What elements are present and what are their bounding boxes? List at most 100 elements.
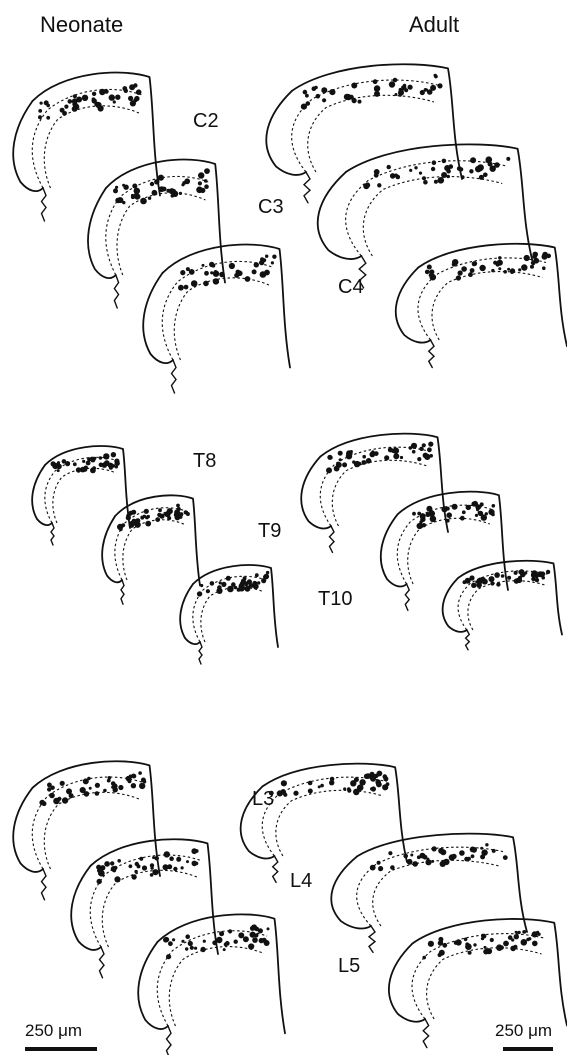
labeled-cell-dot — [488, 509, 494, 515]
labeled-cell-dot — [98, 872, 101, 875]
labeled-cell-dot — [219, 581, 222, 584]
labeled-cell-dot — [438, 953, 442, 957]
labeled-cell-dot — [482, 934, 487, 939]
labeled-cell-dot — [139, 857, 143, 861]
labeled-cell-dot — [446, 175, 450, 179]
labeled-cell-dot — [475, 580, 478, 583]
labeled-cell-dot — [434, 75, 438, 79]
labeled-cell-dot — [137, 864, 141, 868]
lamina-boundary-line — [262, 777, 386, 856]
labeled-cell-dot — [449, 856, 452, 859]
lamina-boundary-line — [357, 847, 503, 926]
labeled-cell-dot — [63, 111, 67, 115]
labeled-cell-dot — [537, 933, 540, 936]
labeled-cell-dot — [238, 932, 244, 938]
horn-outline — [301, 456, 331, 528]
labeled-cell-dot — [164, 937, 169, 942]
labeled-cell-dot — [470, 268, 475, 273]
labeled-cell-dot — [271, 261, 274, 264]
labeled-cell-dot — [431, 860, 434, 863]
labeled-cell-dot — [484, 946, 487, 949]
labeled-cell-dot — [72, 98, 78, 104]
labeled-cell-dot — [97, 879, 102, 884]
labeled-cell-dot — [214, 279, 219, 284]
labeled-cell-dot — [113, 188, 118, 193]
labeled-cell-dot — [398, 93, 401, 96]
nerve-root-line — [423, 1019, 428, 1048]
labeled-cell-dot — [209, 262, 214, 267]
labeled-cell-dot — [329, 456, 333, 460]
labeled-cell-dot — [87, 777, 90, 780]
labeled-cell-dot — [503, 941, 509, 947]
labeled-cell-dot — [38, 115, 42, 119]
labeled-cell-dot — [168, 941, 173, 946]
labeled-cell-dot — [531, 572, 537, 578]
labeled-cell-dot — [111, 452, 116, 457]
labeled-cell-dot — [503, 855, 508, 860]
horn-outline — [241, 786, 275, 858]
labeled-cell-dot — [191, 280, 198, 287]
labeled-cell-dot — [202, 264, 205, 267]
labeled-cell-dot — [283, 793, 287, 797]
labeled-cell-dot — [429, 454, 433, 458]
lamina-boundary-line — [332, 460, 427, 526]
labeled-cell-dot — [506, 157, 510, 161]
labeled-cell-dot — [252, 269, 257, 274]
labeled-cell-dot — [143, 780, 146, 783]
labeled-cell-dot — [489, 576, 495, 582]
labeled-cell-dot — [370, 865, 376, 871]
labeled-cell-dot — [428, 442, 433, 447]
labeled-cell-dot — [171, 194, 175, 198]
horn-adult-l3 — [241, 764, 407, 883]
labeled-cell-dot — [109, 466, 113, 470]
labeled-cell-dot — [140, 198, 147, 205]
labeled-cell-dot — [204, 271, 209, 276]
labeled-cell-dot — [155, 517, 160, 522]
labeled-cell-dot — [517, 931, 520, 934]
lamina-boundary-line — [174, 278, 269, 360]
labeled-cell-dot — [303, 90, 308, 95]
labeled-cell-dot — [214, 270, 218, 274]
labeled-cell-dot — [374, 88, 377, 91]
labeled-cell-dot — [115, 186, 118, 189]
labeled-cell-dot — [471, 847, 477, 853]
labeled-cell-dot — [373, 79, 378, 84]
labeled-cell-dot — [485, 843, 488, 846]
labeled-cell-dot — [468, 951, 472, 955]
labeled-cell-dot — [466, 505, 471, 510]
labeled-cell-dot — [254, 262, 259, 267]
labeled-cell-dot — [184, 510, 188, 514]
horn-outline — [180, 584, 200, 644]
labeled-cell-dot — [62, 797, 68, 803]
labeled-cell-dot — [461, 266, 467, 272]
labeled-cell-dot — [152, 190, 158, 196]
labeled-cell-dot — [390, 865, 395, 870]
labeled-cell-dot — [185, 947, 188, 950]
lamina-boundary-line — [427, 948, 542, 1019]
labeled-cell-dot — [366, 458, 372, 464]
labeled-cell-dot — [354, 777, 359, 782]
labeled-cell-dot — [422, 956, 426, 960]
labeled-cell-dot — [210, 581, 215, 586]
nerve-root-line — [100, 947, 105, 978]
labeled-cell-dot — [46, 116, 50, 120]
labeled-cell-dot — [204, 168, 210, 174]
labeled-cell-dot — [150, 863, 154, 867]
labeled-cell-dot — [219, 272, 225, 278]
labeled-cell-dot — [475, 514, 478, 517]
labeled-cell-dot — [40, 102, 43, 105]
labeled-cell-dot — [376, 782, 382, 788]
labeled-cell-dot — [181, 940, 184, 943]
labeled-cell-dot — [138, 771, 142, 775]
labeled-cell-dot — [57, 461, 60, 464]
labeled-cell-dot — [139, 783, 145, 789]
labeled-cell-dot — [507, 576, 511, 580]
labeled-cell-dot — [479, 175, 484, 180]
labeled-cell-dot — [361, 460, 366, 465]
horn-adult-c4 — [396, 244, 567, 368]
labeled-cell-dot — [383, 776, 388, 781]
labeled-cell-dot — [253, 584, 259, 590]
labeled-cell-dot — [92, 92, 96, 96]
lamina-boundary-line — [292, 80, 438, 172]
labeled-cell-dot — [186, 860, 189, 863]
